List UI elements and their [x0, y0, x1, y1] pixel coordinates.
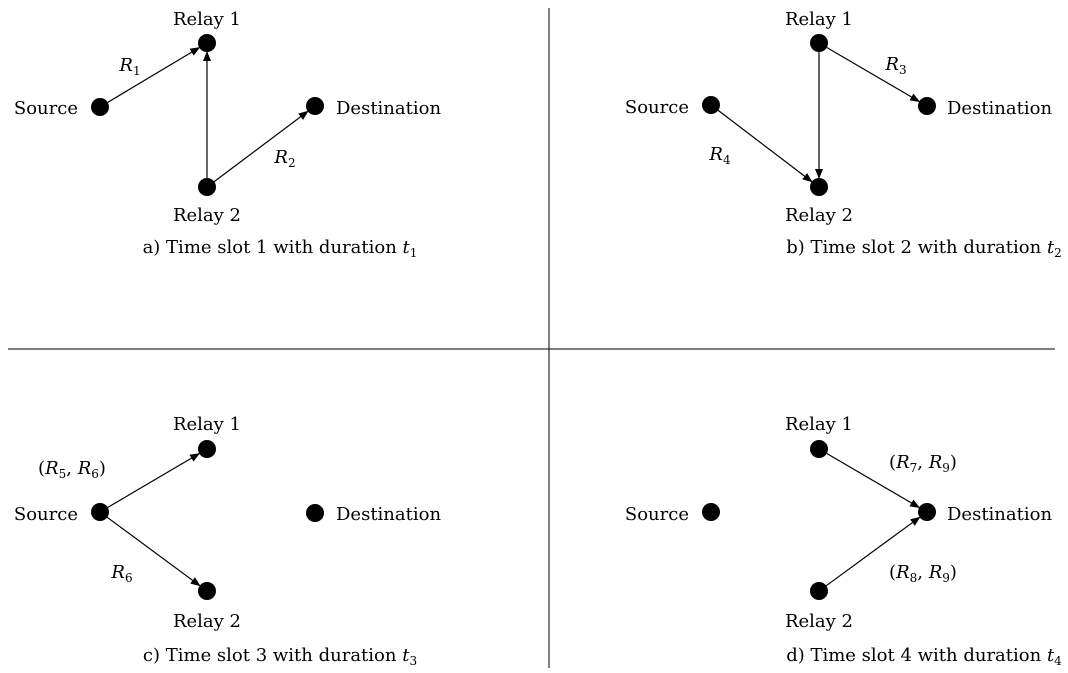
- node-label-destination: Destination: [947, 98, 1052, 119]
- node-label-source: Source: [14, 98, 78, 119]
- node-label-destination: Destination: [336, 504, 441, 525]
- node-relay1: [810, 34, 828, 52]
- node-relay1: [198, 34, 216, 52]
- edge-relay1-to-destination: [826, 452, 921, 509]
- node-destination: [918, 503, 936, 521]
- edge-rate-label: R4: [708, 144, 731, 167]
- panel-caption: b) Time slot 2 with duration t2: [786, 237, 1062, 260]
- edge-rate-label: (R8, R9): [889, 562, 957, 585]
- node-relay2: [810, 582, 828, 600]
- panel-caption: a) Time slot 1 with duration t1: [143, 237, 418, 260]
- panel-c: (R5, R6) R6 Source Relay 1 Relay 2 Destinatio…: [14, 414, 442, 668]
- node-relay1: [810, 440, 828, 458]
- node-label-destination: Destination: [947, 504, 1052, 525]
- node-label-relay1: Relay 1: [785, 9, 853, 30]
- edge-source-to-relay2: [106, 516, 201, 587]
- panel-caption: c) Time slot 3 with duration t3: [143, 645, 417, 668]
- edge-source-to-relay2: [717, 109, 813, 183]
- edge-rate-label: R2: [273, 147, 295, 170]
- node-destination: [306, 504, 324, 522]
- node-label-relay2: Relay 2: [785, 205, 853, 226]
- node-label-relay1: Relay 1: [785, 414, 853, 435]
- edge-rate-label: R6: [110, 562, 132, 585]
- node-source: [702, 96, 720, 114]
- panel-caption: d) Time slot 4 with duration t4: [786, 645, 1062, 668]
- edge-relay2-to-destination: [825, 516, 921, 587]
- node-label-relay1: Relay 1: [173, 414, 241, 435]
- node-label-source: Source: [625, 504, 689, 525]
- edge-relay1-to-destination: [826, 46, 921, 103]
- panel-d: (R7, R9) (R8, R9) Source Relay 1 Relay 2 Dest…: [625, 414, 1062, 668]
- edge-rate-label: (R5, R6): [38, 458, 106, 481]
- node-label-source: Source: [625, 97, 689, 118]
- node-source: [702, 503, 720, 521]
- edge-source-to-relay1: [107, 453, 201, 508]
- node-label-relay2: Relay 2: [173, 611, 241, 632]
- edge-relay2-to-destination: [213, 110, 309, 183]
- node-destination: [306, 97, 324, 115]
- node-source: [91, 503, 109, 521]
- edge-rate-label: R3: [884, 54, 906, 77]
- node-label-relay2: Relay 2: [785, 611, 853, 632]
- node-relay1: [198, 440, 216, 458]
- node-relay2: [198, 582, 216, 600]
- edge-rate-label: R1: [118, 55, 140, 78]
- node-label-destination: Destination: [336, 98, 441, 119]
- node-label-relay1: Relay 1: [173, 9, 241, 30]
- node-destination: [918, 97, 936, 115]
- edge-rate-label: (R7, R9): [889, 452, 957, 475]
- node-label-relay2: Relay 2: [173, 205, 241, 226]
- node-label-source: Source: [14, 504, 78, 525]
- node-relay2: [810, 178, 828, 196]
- node-source: [91, 98, 109, 116]
- node-relay2: [198, 178, 216, 196]
- edge-source-to-relay1: [107, 47, 201, 103]
